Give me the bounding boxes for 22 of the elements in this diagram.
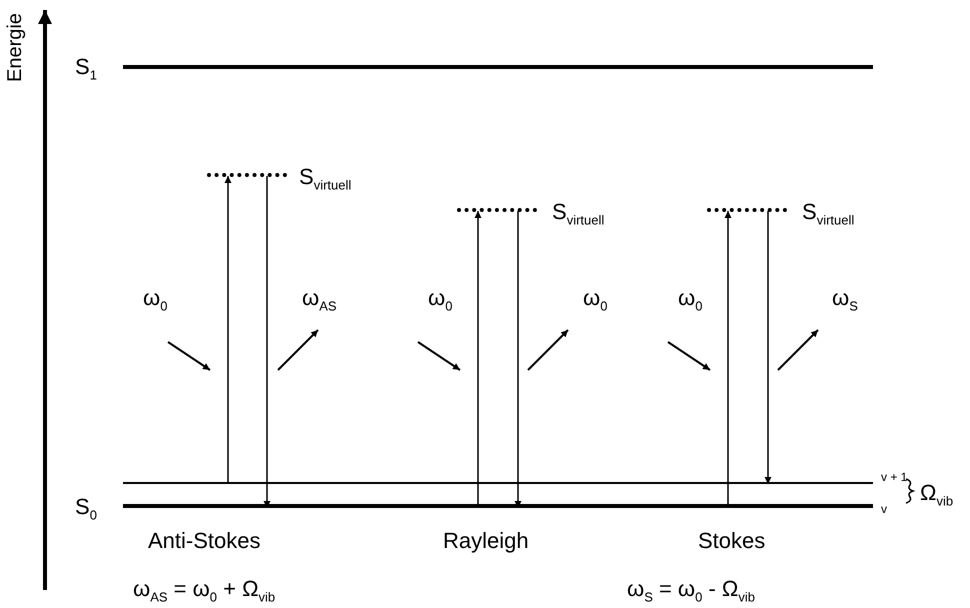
level-label: S$_{virtuell}$: [552, 201, 604, 226]
text-label: Rayleigh: [443, 530, 529, 552]
text-label: Anti-Stokes: [148, 530, 260, 552]
text-label: ω$_{AS}$ = ω$_{0}$ + Ω$_{vib}$: [133, 578, 276, 604]
transition-arrow: [764, 211, 772, 484]
transition-arrow: [224, 176, 232, 484]
level-label: S$_{1}$: [75, 56, 97, 82]
level-label: S$_{virtuell}$: [802, 201, 854, 226]
text-label: ω$_{AS}$: [302, 287, 337, 312]
text-label: Stokes: [698, 530, 766, 552]
level-label: v + 1: [881, 471, 908, 483]
level-label: v: [881, 503, 887, 515]
text-label: ω$_{S}$ = ω$_{0}$ - Ω$_{vib}$: [627, 578, 755, 604]
axis-label: Energie: [5, 13, 25, 82]
level-label: S$_{virtuell}$: [299, 166, 352, 192]
text-label: Ω$_{vib}$: [920, 482, 954, 508]
text-label: ω$_{0}$: [678, 287, 702, 312]
level-label: S$_{0}$: [75, 496, 97, 522]
text-label: ω$_{0}$: [583, 287, 608, 312]
text-label: ω$_{S}$: [832, 287, 858, 312]
text-label: ω$_{0}$: [428, 287, 452, 312]
text-label: ω$_{0}$: [143, 287, 168, 312]
